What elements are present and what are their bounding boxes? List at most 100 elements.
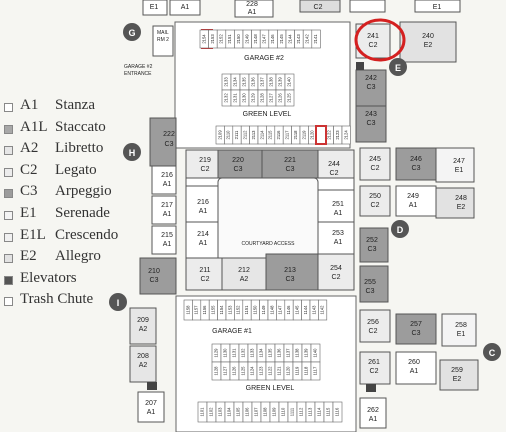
parking-space-number: 2130 [242, 93, 247, 103]
parking-space-number: 2125 [287, 93, 292, 103]
legend-code: A2 [20, 140, 39, 157]
parking-space-number: 1137 [286, 348, 291, 358]
unit-209-type: A2 [139, 326, 148, 333]
unit-247: 247 [453, 158, 465, 165]
unit-212: 212 [238, 267, 250, 274]
parking-space-number: 1108 [263, 407, 268, 417]
parking-space-number: 1105 [236, 407, 241, 417]
unit-259-type: E2 [453, 376, 462, 383]
parking-space-number: 1133 [250, 348, 255, 358]
unit-258: 258 [455, 322, 467, 329]
parking-space-number: 2132 [224, 93, 229, 103]
parking-space-number: 2116 [276, 130, 281, 140]
unit-249-type: A1 [409, 202, 418, 209]
unit-251: 251 [332, 201, 344, 208]
unit-258-type: E1 [457, 331, 466, 338]
garage2-entrance: GARAGE #2 [124, 64, 153, 70]
legend-name: Crescendo [55, 226, 119, 243]
legend-code: C2 [20, 161, 38, 178]
legend-name: Stanza [55, 97, 95, 113]
unit-210-type: C3 [150, 277, 159, 284]
unit-216b-type: A1 [199, 208, 208, 215]
unit-209: 209 [137, 317, 149, 324]
garage1-title: GARAGE #1 [212, 328, 252, 335]
unit-221: 221 [284, 157, 296, 164]
parking-space-number: 1149 [261, 305, 266, 315]
parking-space-number: 1138 [295, 348, 300, 358]
markers: G H I E D C [109, 23, 501, 361]
unit-246-type: C3 [412, 165, 421, 172]
parking-space-number: 2117 [285, 130, 290, 140]
unit-250: 250 [369, 193, 381, 200]
parking-space-number: 1130 [223, 348, 228, 358]
unit-220-type: C3 [234, 166, 243, 173]
unit-243: 243 [365, 111, 377, 118]
top-partial-units: E1 A1 228 A1 C2 E1 [142, 0, 461, 18]
parking-space-number: 2152 [219, 34, 224, 44]
parking-space-number: 2127 [269, 93, 274, 103]
parking-space-number: 2153 [210, 34, 215, 44]
unit-label: 228 [246, 1, 258, 8]
parking-space-number: 1116 [335, 407, 340, 416]
mailroom-label-2: RM 2 [157, 37, 169, 43]
unit-215: 215 [161, 232, 173, 239]
unit-214-type: A1 [199, 240, 208, 247]
legend-swatch [4, 210, 13, 220]
parking-space-number: 1120 [286, 366, 291, 376]
parking-space-number: 2122 [327, 130, 332, 140]
parking-space-number: 2145 [279, 34, 284, 44]
courtyard-label: COURTYARD ACCESS [242, 241, 296, 247]
unit-240: 240 [422, 33, 434, 40]
unit-241-type: C2 [369, 42, 378, 49]
legend-swatch [4, 124, 13, 134]
parking-space-number: 1157 [194, 305, 199, 315]
legend-swatch [4, 146, 13, 156]
parking-space-number: 1151 [244, 305, 249, 315]
parking-space-number: 2111 [234, 130, 239, 139]
unit-207: 207 [145, 400, 157, 407]
legend-item: A2 Libretto [4, 140, 136, 162]
legend-swatch [4, 167, 13, 177]
unit-217: 217 [161, 202, 173, 209]
parking-space-number: 1148 [269, 305, 274, 315]
unit-261-type: C2 [370, 368, 379, 375]
parking-space-number: 2143 [296, 34, 301, 44]
green-level-top: GREEN LEVEL [243, 111, 292, 118]
parking-space-number: 2129 [251, 93, 256, 103]
parking-space-number: 2128 [260, 93, 265, 103]
garage2-entrance-2: ENTRANCE [124, 71, 152, 77]
marker-g: G [128, 28, 135, 38]
unit-label: A1 [181, 4, 190, 11]
parking-space [332, 401, 343, 423]
parking-space-number: 2138 [269, 77, 274, 87]
unit-label: A1 [248, 9, 257, 16]
parking-space-number: 2137 [260, 77, 265, 87]
unit-255-type: C3 [366, 288, 375, 295]
unit-256: 256 [367, 319, 379, 326]
right-units: 241 C2 240 E2 242 C3 243 C3 245 C2 246 C… [355, 21, 479, 429]
garage2-title: GARAGE #2 [244, 55, 284, 62]
parking-space-number: 1144 [303, 305, 308, 315]
legend-name: Libretto [55, 140, 104, 157]
unit-217-type: A1 [163, 211, 172, 218]
legend-swatch [4, 297, 13, 307]
parking-space-number: 2148 [253, 34, 258, 44]
unit-207-type: A1 [147, 409, 156, 416]
parking-space-number: 2147 [262, 34, 267, 44]
unit-210: 210 [148, 268, 160, 275]
unit-label: C2 [314, 4, 323, 11]
legend-code: A1L [20, 118, 48, 135]
parking-space-number: 1107 [254, 407, 259, 417]
unit-222-type: C3 [165, 141, 174, 148]
parking-space-number: 1128 [214, 366, 219, 376]
unit-211: 211 [199, 267, 210, 274]
parking-space-number: 2141 [313, 34, 318, 44]
parking-space-number: 1136 [277, 348, 282, 358]
